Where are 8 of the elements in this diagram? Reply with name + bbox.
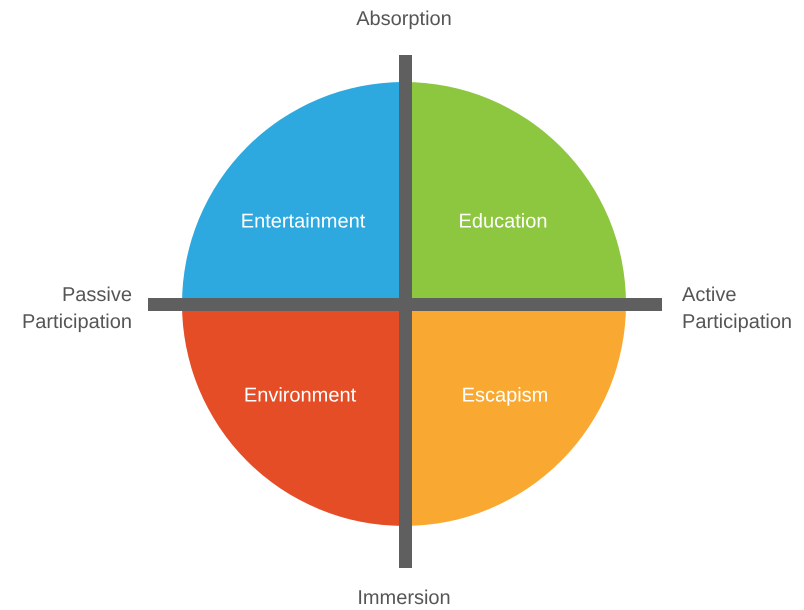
axis-label: Absorption <box>355 7 453 32</box>
axis-label: Passive Participation <box>20 283 132 335</box>
axis-label: Active Participation <box>682 283 794 335</box>
quadrant-label: Entertainment <box>240 210 366 234</box>
quadrant-label: Environment <box>244 384 356 408</box>
axis-label: Immersion <box>356 586 452 610</box>
quadrant-label: Education <box>458 210 548 234</box>
quadrant-label: Escapism <box>462 384 548 408</box>
